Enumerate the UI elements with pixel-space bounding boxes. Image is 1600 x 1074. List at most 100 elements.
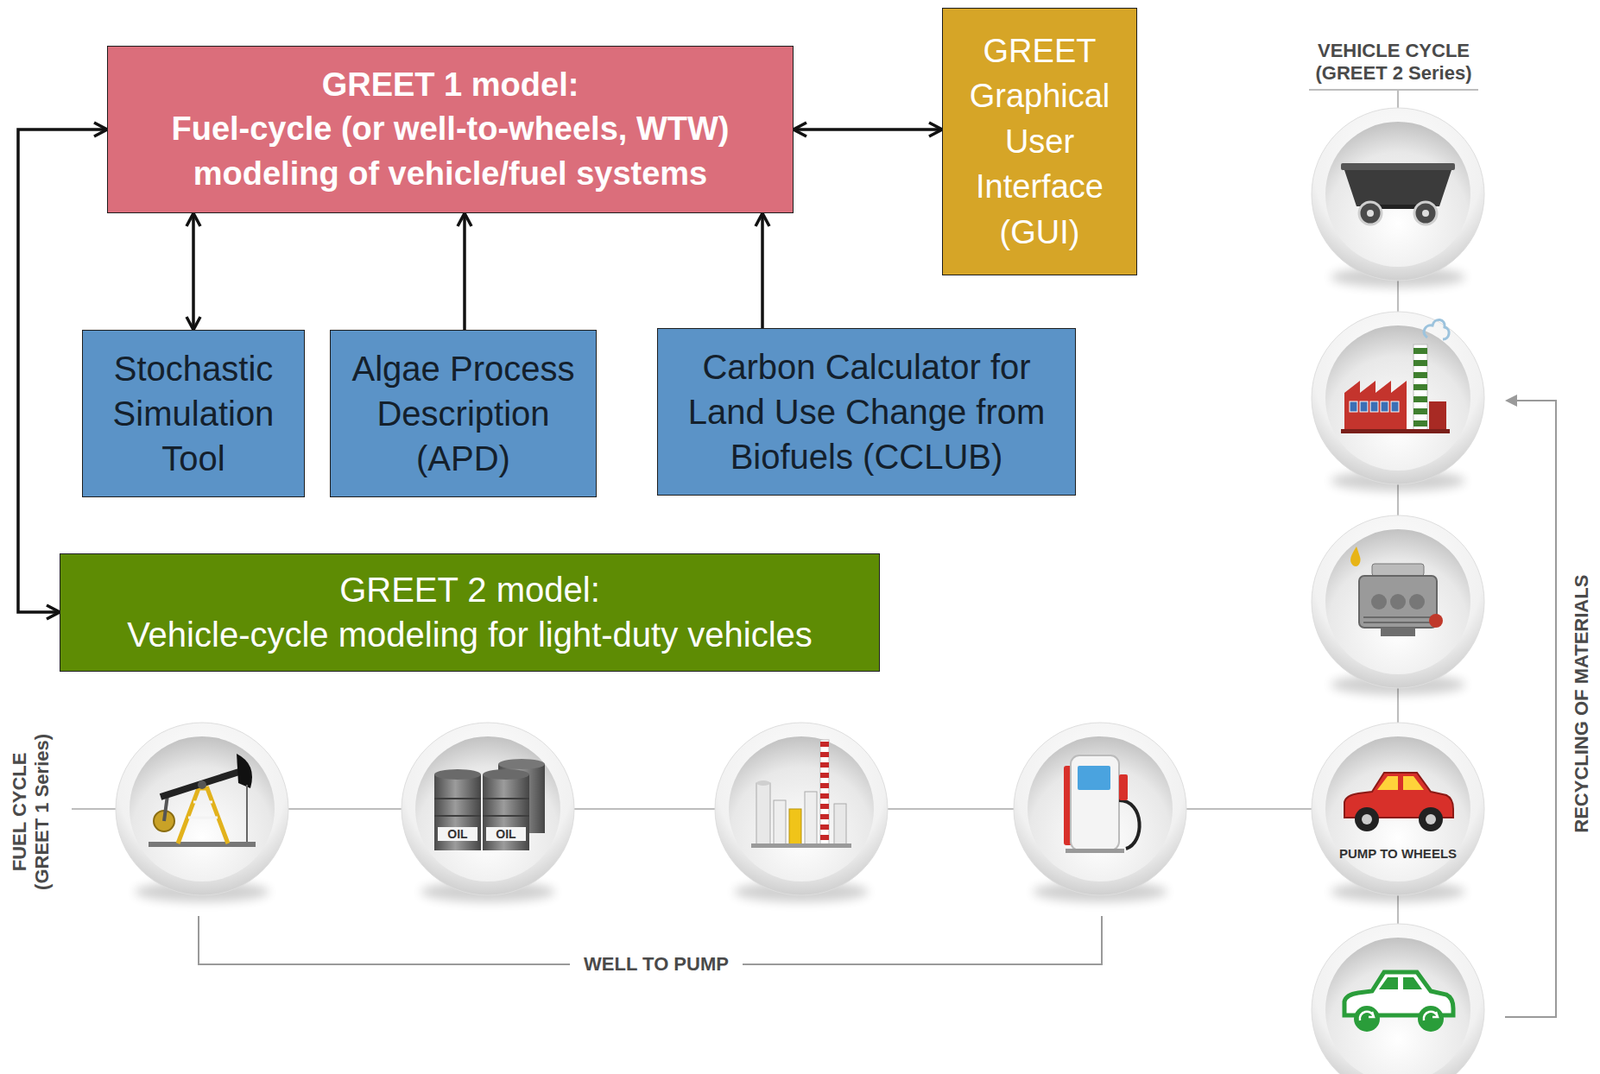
box-text: Algae Process Description (APD) [341, 346, 586, 481]
section-heading: FUEL CYCLE (GREET 1 Series) [8, 720, 55, 903]
refinery-icon [820, 834, 829, 841]
box-text: Carbon Calculator for Land Use Change fr… [668, 344, 1065, 480]
connector-arrow [793, 127, 943, 132]
recycled-car-icon [1417, 1005, 1444, 1032]
mine-cart-icon [1340, 163, 1455, 225]
factory-icon [1429, 401, 1447, 431]
factory-icon [1380, 401, 1389, 412]
engine-icon [1380, 627, 1416, 637]
factory-icon [1413, 420, 1428, 427]
connector-arrow [760, 213, 765, 329]
bracket-line [1505, 400, 1556, 1018]
pump-jack-icon [246, 784, 248, 842]
recycled-car-icon [1344, 972, 1454, 1032]
box-text: Fuel-cycle (or well-to-wheels, WTW) mode… [118, 107, 783, 197]
icon-badge [714, 722, 888, 903]
model-box: GREET 2 model:Vehicle-cycle modeling for… [59, 553, 880, 672]
recycled-car-icon [1378, 977, 1423, 990]
box-heading: GREET 1 model: [118, 63, 783, 108]
factory-icon [1370, 401, 1379, 412]
oil-barrels-icon [434, 769, 481, 780]
refinery-icon [820, 814, 829, 820]
factory-icon [1344, 380, 1407, 431]
mine-cart-icon [1366, 209, 1374, 217]
factory-icon [1413, 408, 1428, 415]
box-text: Stochastic Simulation Tool [93, 346, 294, 481]
refinery-icon [756, 780, 771, 786]
box-text: GREET Graphical User Interface (GUI) [953, 28, 1126, 255]
fuel-pump-icon [1077, 765, 1111, 791]
factory-icon [1391, 401, 1399, 412]
engine-icon [1371, 594, 1387, 610]
engine-icon [1390, 594, 1406, 610]
factory-icon [1340, 319, 1450, 434]
pump-jack-icon [236, 753, 253, 789]
tool-box: Carbon Calculator for Land Use Change fr… [657, 328, 1076, 496]
mine-cart-icon [1359, 202, 1382, 225]
tool-box: Algae Process Description (APD) [329, 329, 597, 498]
mine-cart-icon [1414, 202, 1437, 225]
engine-icon [1372, 563, 1424, 576]
recycled-car-icon [1353, 1005, 1380, 1032]
engine-icon [1350, 546, 1443, 637]
factory-icon [1340, 429, 1450, 434]
pump-jack-icon [160, 771, 242, 797]
box-text: Vehicle-cycle modeling for light-duty ve… [70, 612, 869, 658]
oil-barrels-icon [434, 798, 530, 816]
pump-jack-icon [197, 780, 207, 790]
stage-label: WELL TO PUMP [569, 953, 743, 976]
stage-label: PUMP TO WHEELS [1328, 846, 1468, 862]
bracket-arrowhead [1505, 394, 1518, 407]
refinery-icon [820, 739, 829, 846]
box-heading: GREET 2 model: [70, 567, 869, 613]
refinery-icon [820, 772, 829, 778]
pump-jack-icon [148, 753, 256, 848]
cycle-line [71, 89, 1479, 1011]
fuel-pump-icon [1065, 848, 1125, 854]
refinery-icon [789, 809, 802, 846]
tool-box: Stochastic Simulation Tool [82, 329, 305, 498]
cycle-line [1309, 88, 1479, 91]
connector-arrow [462, 213, 467, 330]
refinery-icon [820, 762, 829, 768]
oil-barrels-icon [437, 827, 478, 842]
factory-icon [1349, 401, 1358, 412]
factory-icon [1359, 401, 1368, 412]
engine-icon [1359, 575, 1437, 628]
pump-jack-icon [188, 802, 218, 818]
factory-icon [1413, 360, 1428, 367]
model-box: GREET 1 model:Fuel-cycle (or well-to-whe… [107, 45, 794, 214]
engine-icon [1429, 613, 1443, 628]
barrel-label: OIL [437, 827, 478, 842]
recycled-car-icon [1359, 1011, 1438, 1021]
oil-barrels-icon [498, 758, 545, 770]
icon-badge [1311, 923, 1485, 1074]
icon-badge [115, 722, 289, 903]
refinery-icon [751, 843, 852, 848]
red-car-icon [1354, 807, 1379, 832]
oil-barrels-icon [434, 758, 545, 851]
engine-icon [1409, 594, 1425, 610]
section-heading: VEHICLE CYCLE (GREET 2 Series) [1302, 39, 1485, 86]
connector-arrow [191, 213, 196, 330]
refinery-icon [820, 783, 829, 789]
icon-badge [1311, 722, 1485, 903]
refinery-icon [820, 741, 829, 747]
refinery-icon [751, 739, 852, 848]
engine-icon [1363, 617, 1433, 623]
refinery-icon [820, 752, 829, 758]
barrel-label: OIL [486, 827, 526, 842]
engine-icon [1350, 546, 1360, 567]
oil-barrels-icon [482, 774, 530, 851]
red-car-icon [1403, 776, 1424, 791]
oil-barrels-icon [486, 827, 526, 842]
stage-label: RECYCLING OF MATERIALS [1570, 565, 1594, 842]
factory-icon [1413, 384, 1428, 391]
pump-jack-icon [177, 788, 228, 844]
icon-badge [1311, 107, 1485, 288]
factory-icon [1413, 372, 1428, 379]
factory-icon [1423, 319, 1449, 340]
red-car-icon [1361, 814, 1373, 825]
